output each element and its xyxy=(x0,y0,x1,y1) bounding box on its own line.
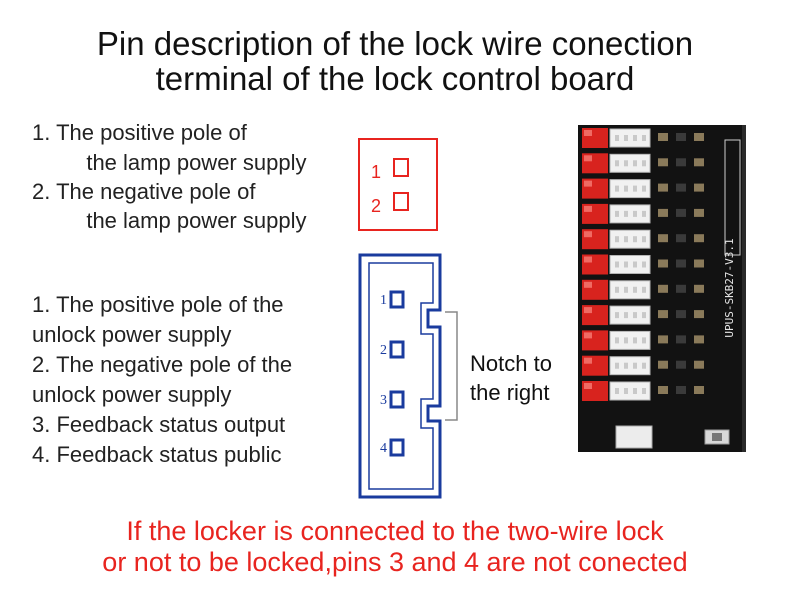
footer-line-2: or not to be locked,pins 3 and 4 are not… xyxy=(102,547,688,577)
lock-pin-3-square xyxy=(389,390,405,409)
board-connector-row xyxy=(582,153,704,174)
white-connector xyxy=(609,381,651,401)
lock-pin-2-square xyxy=(389,340,405,359)
board-connector-row xyxy=(582,254,704,275)
white-connector xyxy=(609,356,651,376)
board-connector-row xyxy=(582,330,704,351)
board-connector-row xyxy=(582,178,704,199)
notch-bracket xyxy=(445,311,458,421)
board-connector-row xyxy=(582,279,704,300)
board-connector-row xyxy=(582,203,704,224)
title-line-2: terminal of the lock control board xyxy=(155,60,635,97)
lamp-pin-2-line-2: the lamp power supply xyxy=(68,208,307,233)
white-connector xyxy=(609,330,651,350)
lamp-pin-2-line-1: 2. The negative pole of xyxy=(32,179,256,204)
lamp-pin-1-label: 1 xyxy=(371,162,381,182)
lock-pin-4-line: 4. Feedback status public xyxy=(32,442,282,467)
board-connector-row xyxy=(582,305,704,326)
notch-note-line-1: Notch to xyxy=(470,351,552,376)
lock-pin-1-line-2: unlock power supply xyxy=(32,322,232,347)
lamp-pin-1-line-1: 1. The positive pole of xyxy=(32,120,247,145)
board-connector-row xyxy=(582,128,704,148)
board-connector-row xyxy=(582,381,704,401)
board-connector-row xyxy=(582,229,704,250)
lock-pin-3-label: 3 xyxy=(380,393,387,408)
lamp-connector: 1 2 xyxy=(358,138,438,231)
board-connector-row xyxy=(582,355,704,376)
white-connector xyxy=(609,204,651,224)
lamp-pin-1-square xyxy=(393,158,409,177)
lock-connector: 1 2 3 4 xyxy=(358,253,442,499)
footer-line-1: If the locker is connected to the two-wi… xyxy=(126,516,664,546)
white-connector xyxy=(609,280,651,300)
control-board-photo: UPUS-SKB27-V3.1 xyxy=(578,125,746,452)
lock-pin-2-line-2: unlock power supply xyxy=(32,382,232,407)
white-connector xyxy=(609,153,651,173)
white-connector xyxy=(609,128,651,148)
lock-pin-1-label: 1 xyxy=(380,293,387,308)
lock-pin-2-line-1: 2. The negative pole of the xyxy=(32,352,293,377)
board-silkscreen: UPUS-SKB27-V3.1 xyxy=(723,238,736,337)
lock-pin-4-square xyxy=(389,438,405,457)
lamp-pin-1-line-2: the lamp power supply xyxy=(68,150,307,175)
lamp-pin-2-label: 2 xyxy=(371,196,381,216)
lock-pin-1-line-1: 1. The positive pole of the xyxy=(32,292,284,317)
white-connector xyxy=(609,305,651,325)
title-line-1: Pin description of the lock wire conecti… xyxy=(96,25,694,62)
lamp-pin-2-square xyxy=(393,192,409,211)
notch-note-line-2: the right xyxy=(470,380,550,405)
lock-pin-3-line: 3. Feedback status output xyxy=(32,412,286,437)
white-connector xyxy=(609,255,651,274)
lock-pin-4-label: 4 xyxy=(380,441,387,456)
lock-pin-2-label: 2 xyxy=(380,343,387,358)
lock-pin-1-square xyxy=(389,290,405,309)
white-connector xyxy=(609,179,651,199)
white-connector xyxy=(609,229,651,249)
